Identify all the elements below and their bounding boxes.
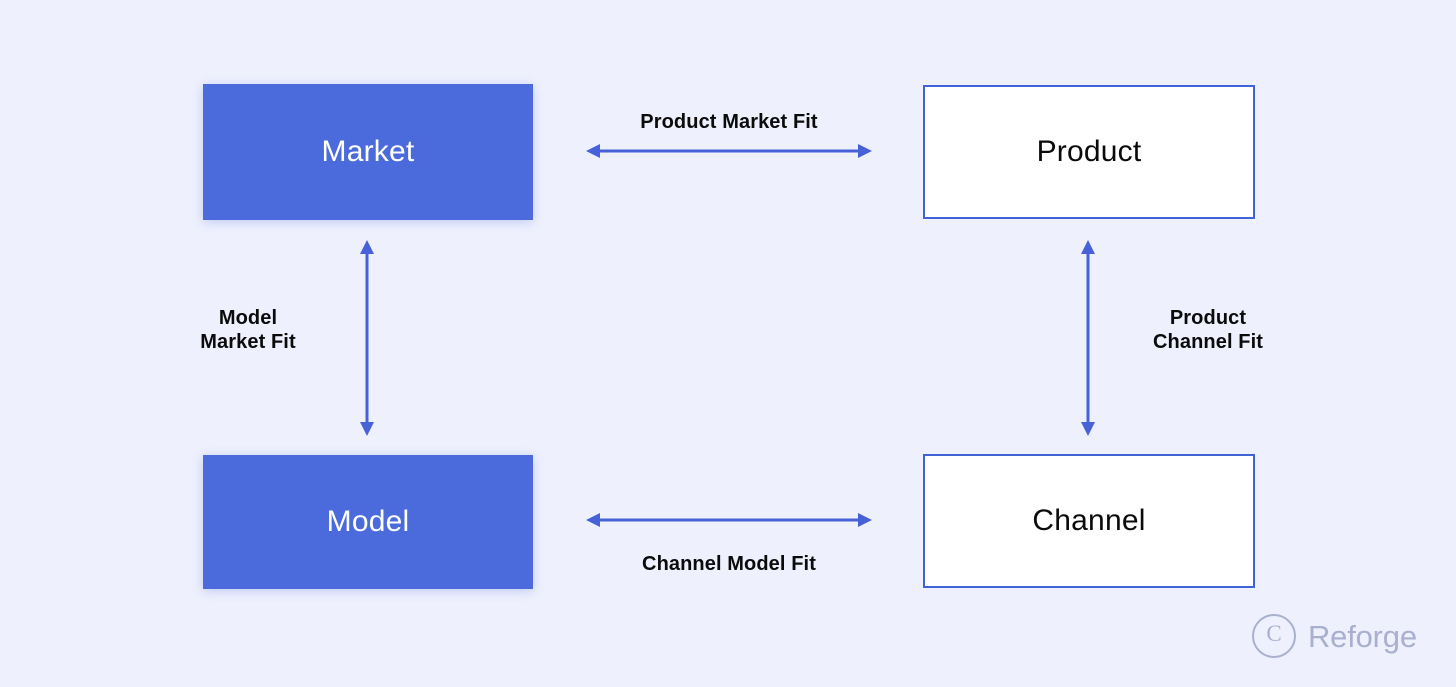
- arrow-product-channel-fit: [1077, 240, 1099, 436]
- edge-label-channel-model-fit: Channel Model Fit: [642, 553, 816, 575]
- copyright-icon: C: [1252, 614, 1296, 658]
- edge-label-model-market-fit: Model Market Fit: [200, 307, 296, 354]
- edge-label-product-channel-fit: Product Channel Fit: [1153, 307, 1263, 354]
- node-model[interactable]: Model: [203, 455, 533, 589]
- reforge-wordmark: Reforge: [1308, 618, 1417, 654]
- node-model-label: Model: [326, 505, 410, 538]
- arrow-channel-model-fit: [586, 509, 872, 531]
- reforge-logo: C Reforge: [1252, 614, 1417, 658]
- arrow-product-market-fit: [586, 140, 872, 162]
- node-product-label: Product: [1036, 135, 1142, 168]
- node-channel-label: Channel: [1032, 504, 1146, 537]
- node-market[interactable]: Market: [203, 84, 533, 220]
- edge-label-product-market-fit: Product Market Fit: [640, 111, 818, 133]
- node-channel[interactable]: Channel: [923, 454, 1255, 588]
- node-product[interactable]: Product: [923, 85, 1255, 219]
- node-market-label: Market: [321, 135, 415, 168]
- arrow-model-market-fit: [356, 240, 378, 436]
